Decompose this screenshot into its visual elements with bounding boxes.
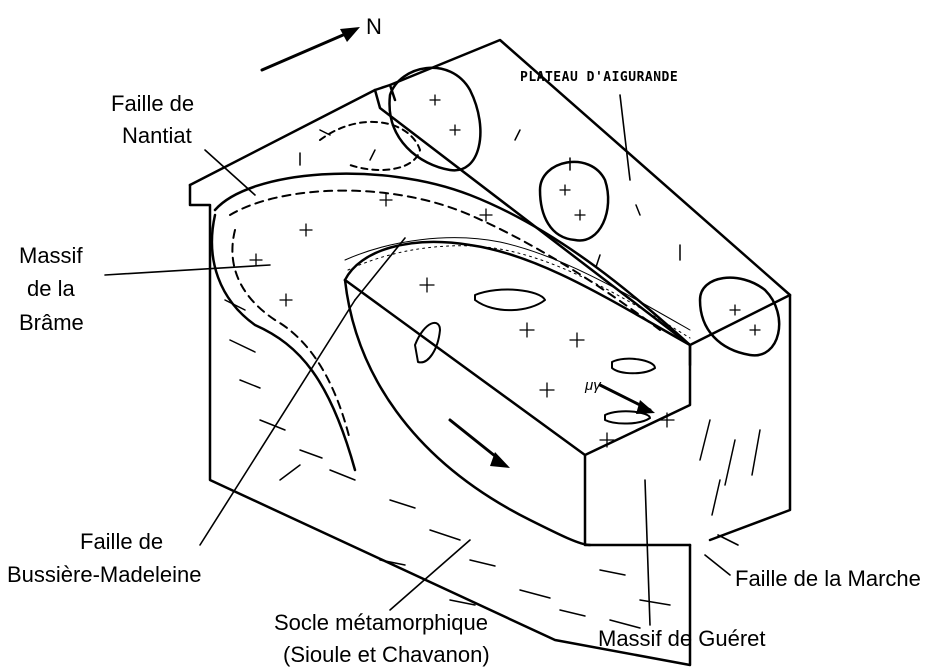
label-faille-marche: Faille de la Marche — [735, 566, 921, 591]
north-arrow — [262, 27, 360, 70]
label-massif-brame-1: Massif — [19, 243, 83, 268]
north-label: N — [366, 14, 382, 39]
block-outline — [190, 40, 790, 665]
label-faille-bussiere-2: Bussière-Madeleine — [7, 562, 201, 587]
label-faille-bussiere-1: Faille de — [80, 529, 163, 554]
plateau-arrows — [300, 130, 680, 267]
label-faille-nantiat-1: Faille de — [111, 91, 194, 116]
massif-brame-body — [212, 174, 690, 470]
label-massif-brame-3: Brâme — [19, 310, 84, 335]
label-faille-nantiat-2: Nantiat — [122, 123, 192, 148]
label-mu-gamma: μγ — [584, 377, 602, 394]
label-massif-brame-2: de la — [27, 276, 75, 301]
label-plateau: PLATEAU D'AIGURANDE — [520, 70, 678, 85]
label-massif-gueret: Massif de Guéret — [598, 626, 766, 651]
label-socle-2: (Sioule et Chavanon) — [283, 642, 490, 667]
label-socle-1: Socle métamorphique — [274, 610, 488, 635]
massif-gueret-block — [345, 238, 690, 545]
